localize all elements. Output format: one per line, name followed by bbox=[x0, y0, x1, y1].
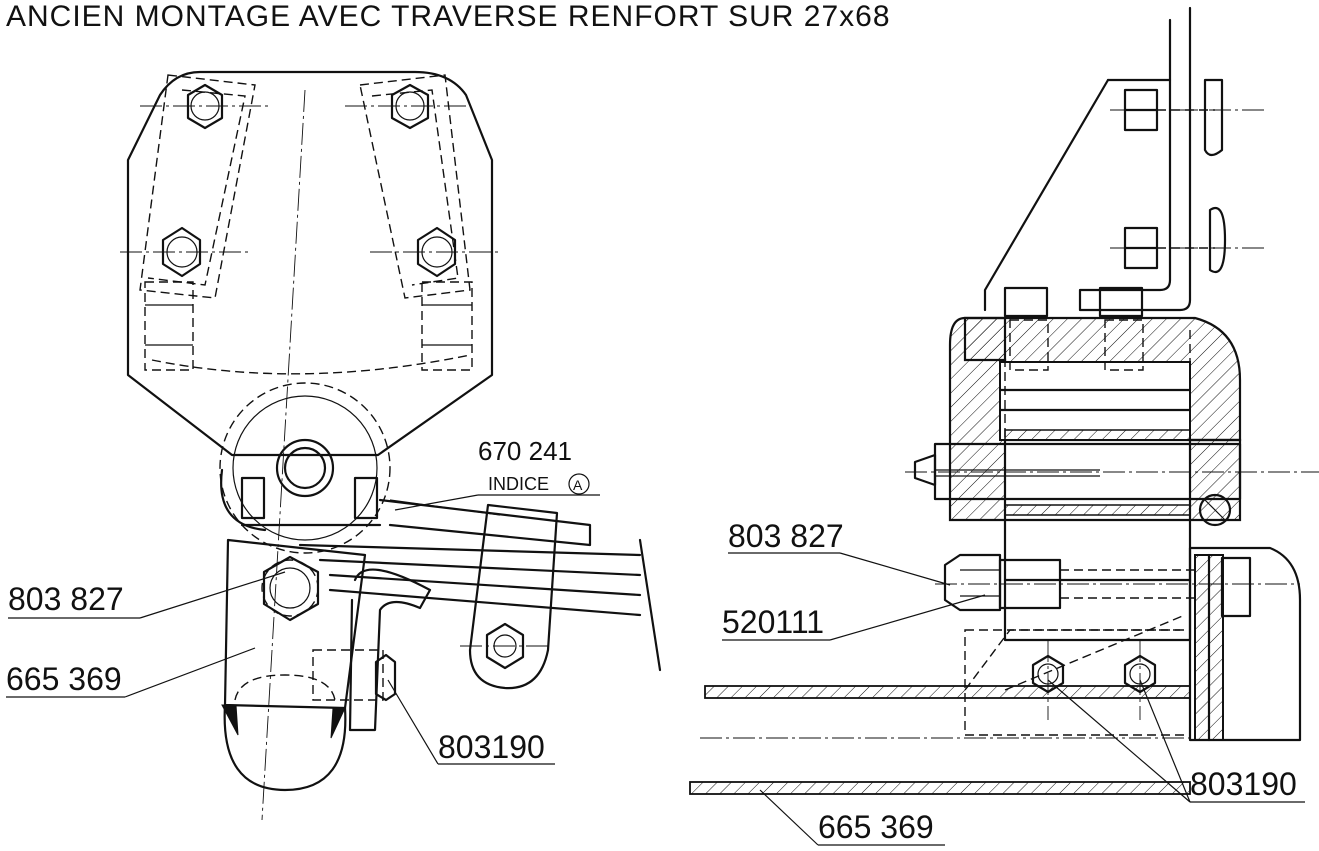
nut-top-left bbox=[186, 83, 224, 130]
callout-803827-right: 803 827 bbox=[728, 518, 844, 554]
indice-circle bbox=[568, 473, 590, 495]
nut-mid-left bbox=[161, 226, 202, 278]
bolt-head-803827 bbox=[943, 553, 1002, 612]
left-bolt-slot bbox=[139, 74, 256, 371]
nut-mid-right bbox=[416, 226, 457, 278]
axle-clamp bbox=[221, 538, 367, 792]
casting-section bbox=[948, 316, 1242, 522]
arm-nut bbox=[374, 653, 397, 702]
right-callouts: 803 827 520111 803190 665 369 bbox=[722, 518, 1305, 846]
left-view: 670 241 INDICE A 803 827 665 369 803190 bbox=[6, 70, 662, 821]
right-view: 803 827 520111 803190 665 369 bbox=[689, 6, 1319, 846]
callout-803827: 803 827 bbox=[8, 581, 124, 617]
crossbar-tube bbox=[689, 629, 1191, 795]
callout-520111: 520111 bbox=[722, 604, 824, 640]
callout-670241: 670 241 bbox=[478, 436, 572, 466]
bracket-arm bbox=[312, 568, 432, 732]
drawing-title: ANCIEN MONTAGE AVEC TRAVERSE RENFORT SUR… bbox=[6, 0, 891, 33]
callout-indice-mark: A bbox=[573, 477, 583, 493]
callout-665369-right: 665 369 bbox=[818, 809, 934, 845]
clamp-nut bbox=[262, 555, 320, 622]
callout-803190-right: 803190 bbox=[1190, 766, 1297, 802]
angle-bracket bbox=[983, 6, 1265, 318]
callout-665369: 665 369 bbox=[6, 661, 122, 697]
shackle-nut bbox=[485, 622, 525, 670]
right-bolt-slot bbox=[359, 74, 473, 371]
spring-eye bbox=[219, 382, 391, 554]
shackle-plate bbox=[460, 503, 559, 690]
lower-block bbox=[935, 518, 1302, 742]
nut-top-right bbox=[390, 83, 430, 130]
callout-indice: INDICE bbox=[488, 474, 549, 494]
left-callouts: 670 241 INDICE A 803 827 665 369 803190 bbox=[6, 436, 600, 765]
bracket-hidden-edge bbox=[151, 354, 471, 375]
pivot-pin bbox=[905, 442, 1319, 527]
hanger-bracket bbox=[126, 70, 494, 457]
callout-803190: 803190 bbox=[438, 729, 545, 765]
